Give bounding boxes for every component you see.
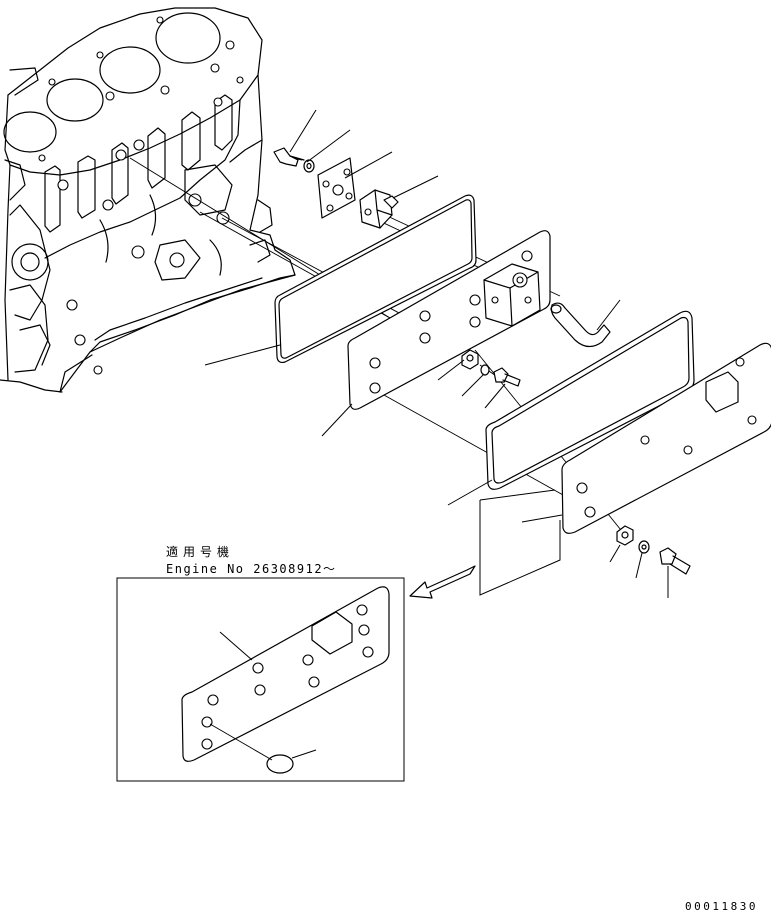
arrow-icon: [409, 565, 476, 599]
bolt-icon: [493, 367, 521, 387]
hose-icon: [550, 302, 611, 348]
drawing-number: 00011830: [685, 900, 758, 913]
nut-icon: [616, 525, 634, 546]
washer-icon: [480, 364, 490, 376]
nut-icon: [461, 349, 479, 370]
sensor-fitting-icon: [359, 189, 399, 229]
bracket-icon: [317, 157, 356, 219]
washer-icon: [638, 540, 650, 554]
plug-icon: [209, 723, 317, 774]
callout-leaders: [204, 109, 669, 598]
applicability-serial: Engine No 26308912～: [166, 562, 337, 576]
bolt-icon: [659, 547, 691, 575]
washer-icon: [303, 159, 315, 173]
cylinder-block-icon: [0, 7, 296, 393]
applicability-title: 適用号機: [166, 545, 235, 559]
cooler-cover-plate-icon: [561, 342, 771, 534]
bolt-icon: [273, 147, 305, 167]
cover-gasket-icon: [274, 194, 477, 364]
detail-view-box: [116, 577, 405, 782]
oil-cooler-adapter-icon: [483, 263, 541, 327]
assembly-group-outline: [479, 489, 561, 596]
